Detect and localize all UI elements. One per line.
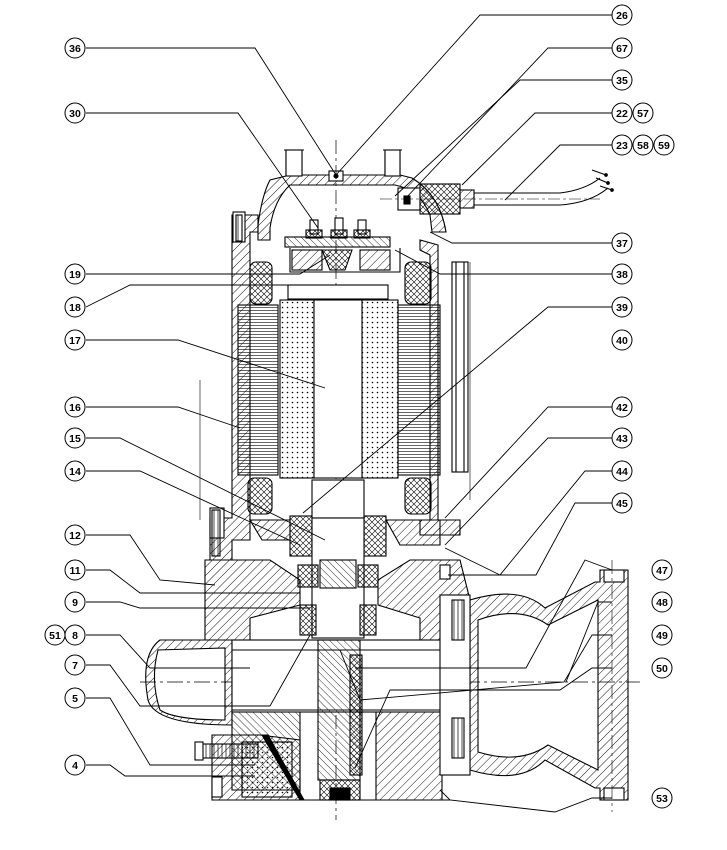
svg-text:19: 19 (69, 269, 81, 281)
callout-39: 39 (611, 296, 633, 318)
callout-17: 17 (64, 329, 86, 351)
svg-text:45: 45 (616, 498, 628, 510)
cable-entry (380, 169, 614, 215)
callout-14: 14 (64, 460, 86, 482)
svg-text:42: 42 (616, 402, 628, 414)
svg-text:51: 51 (49, 630, 61, 642)
drawing-body (140, 140, 640, 820)
svg-text:9: 9 (72, 597, 78, 609)
svg-text:40: 40 (616, 335, 628, 347)
callout-50: 50 (651, 657, 673, 679)
rotor (279, 284, 399, 479)
svg-text:58: 58 (637, 140, 649, 152)
callout-67: 67 (611, 37, 633, 59)
leader-lines (85, 14, 613, 813)
svg-text:35: 35 (616, 75, 628, 87)
suction-cover (194, 734, 450, 801)
callout-5: 5 (64, 687, 86, 709)
callout-19: 19 (64, 263, 86, 285)
svg-text:49: 49 (656, 630, 668, 642)
callout-35: 35 (611, 69, 633, 91)
callout-48: 48 (651, 591, 673, 613)
svg-text:44: 44 (616, 466, 628, 478)
callout-22: 22 (611, 102, 633, 124)
callout-59: 59 (653, 134, 675, 156)
callout-38: 38 (611, 263, 633, 285)
svg-text:48: 48 (656, 597, 668, 609)
terminal-block (284, 217, 401, 273)
callout-36: 36 (64, 37, 86, 59)
stator (237, 261, 441, 515)
callout-9: 9 (64, 591, 86, 613)
callout-51: 51 (44, 624, 66, 646)
callout-15: 15 (64, 427, 86, 449)
svg-text:50: 50 (656, 663, 668, 675)
svg-text:47: 47 (656, 565, 668, 577)
callout-30: 30 (64, 102, 86, 124)
callout-4: 4 (64, 754, 86, 776)
callout-37: 37 (611, 232, 633, 254)
svg-text:22: 22 (616, 108, 628, 120)
svg-text:30: 30 (69, 108, 81, 120)
svg-text:18: 18 (69, 302, 81, 314)
svg-text:57: 57 (637, 108, 649, 120)
callout-58: 58 (632, 134, 654, 156)
callout-8: 8 (64, 624, 86, 646)
svg-text:16: 16 (69, 402, 81, 414)
callout-57: 57 (632, 102, 654, 124)
callout-labels: 36 30 19 18 17 16 15 14 12 11 9 51 8 7 5… (44, 4, 675, 809)
callout-43: 43 (611, 427, 633, 449)
svg-text:7: 7 (72, 660, 78, 672)
svg-text:14: 14 (69, 466, 81, 478)
svg-text:59: 59 (658, 140, 670, 152)
svg-text:26: 26 (616, 10, 628, 22)
callout-11: 11 (64, 559, 86, 581)
callout-7: 7 (64, 654, 86, 676)
svg-text:39: 39 (616, 302, 628, 314)
callout-45: 45 (611, 492, 633, 514)
svg-text:15: 15 (69, 433, 81, 445)
svg-text:37: 37 (616, 238, 628, 250)
svg-text:38: 38 (616, 269, 628, 281)
svg-text:5: 5 (72, 693, 78, 705)
svg-text:12: 12 (69, 530, 81, 542)
svg-text:23: 23 (616, 140, 628, 152)
callout-12: 12 (64, 524, 86, 546)
volute-casing (140, 560, 640, 812)
callout-16: 16 (64, 396, 86, 418)
callout-49: 49 (651, 624, 673, 646)
svg-text:43: 43 (616, 433, 628, 445)
svg-text:17: 17 (69, 335, 81, 347)
svg-text:67: 67 (616, 43, 628, 55)
callout-18: 18 (64, 296, 86, 318)
callout-44: 44 (611, 460, 633, 482)
svg-text:36: 36 (69, 43, 81, 55)
callout-47: 47 (651, 559, 673, 581)
svg-text:53: 53 (656, 793, 668, 805)
callout-40: 40 (611, 329, 633, 351)
callout-23: 23 (611, 134, 633, 156)
callout-53: 53 (651, 787, 673, 809)
svg-text:8: 8 (72, 630, 78, 642)
callout-42: 42 (611, 396, 633, 418)
callout-26: 26 (611, 4, 633, 26)
svg-text:11: 11 (69, 565, 80, 577)
svg-text:4: 4 (72, 760, 78, 772)
